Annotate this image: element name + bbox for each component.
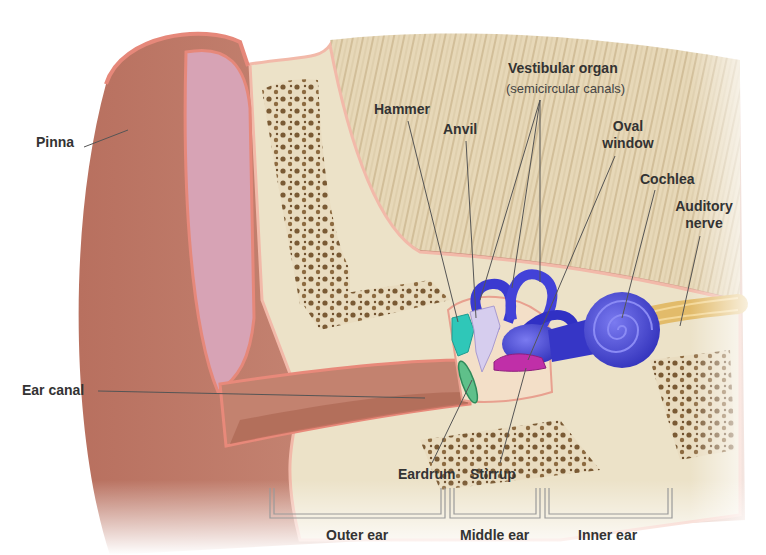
leader-line: [680, 236, 700, 326]
fade: [0, 480, 766, 555]
cochlea-spiral: [594, 301, 652, 352]
bracket: [274, 488, 441, 514]
region-label: Inner ear: [578, 527, 637, 544]
leader-line: [528, 156, 615, 360]
skin: [79, 34, 745, 555]
bracket: [545, 488, 672, 518]
part-label: Hammer: [374, 101, 430, 118]
stirrup: [494, 354, 546, 371]
bracket: [270, 488, 445, 518]
ear-canal-shadow: [230, 392, 468, 444]
leader-lines: [84, 100, 700, 463]
pinna-rim: [106, 34, 248, 84]
spongy-bone: [262, 79, 350, 305]
hammer: [452, 314, 474, 356]
leader-line: [432, 380, 472, 463]
bracket: [450, 488, 540, 518]
leader-line: [408, 121, 458, 322]
ear-canal: [220, 360, 470, 446]
leader-line: [500, 368, 526, 463]
pinna-cartilage: [185, 50, 254, 392]
leader-line: [622, 190, 655, 318]
region-label: Middle ear: [460, 527, 529, 544]
leader-line: [512, 100, 540, 288]
part-sublabel: (semicircular canals): [506, 80, 625, 97]
leader-line: [84, 130, 128, 147]
bracket: [454, 488, 536, 514]
eardrum: [455, 359, 481, 404]
part-label: Vestibular organ: [508, 60, 618, 77]
temporal-bone: [250, 45, 740, 540]
leader-line: [98, 391, 425, 398]
spongy-bone: [300, 280, 450, 330]
leader-line: [480, 100, 540, 300]
part-label: Auditory nerve: [670, 198, 738, 232]
leader-line: [540, 100, 541, 282]
part-label: Stirrup: [470, 466, 516, 483]
part-label: Oval window: [596, 118, 660, 152]
bracket: [549, 488, 668, 514]
leader-line: [466, 141, 476, 318]
part-label: Cochlea: [640, 171, 694, 188]
part-label: Eardrum: [398, 466, 456, 483]
part-label: Ear canal: [22, 382, 84, 399]
part-label: Anvil: [443, 121, 477, 138]
region-label: Outer ear: [326, 527, 388, 544]
region-brackets: [270, 488, 672, 518]
part-label: Pinna: [36, 134, 74, 151]
fade: [690, 0, 766, 555]
cochlea: [584, 292, 660, 368]
